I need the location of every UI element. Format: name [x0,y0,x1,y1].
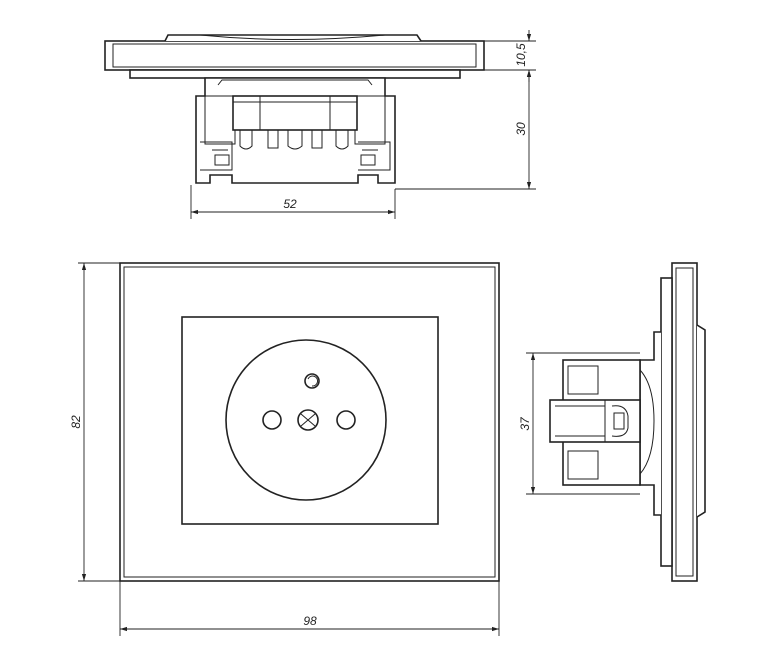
dim-top-body-width: 52 [190,185,396,219]
top-mechanism-body [195,77,396,184]
socket-hole-left [262,410,282,430]
dim-front-height: 82 [69,262,120,582]
dim-label-front-height: 82 [69,415,83,429]
socket-hole-right [336,410,356,430]
top-view [104,34,485,184]
top-cover-plate [104,40,485,71]
side-view [549,262,706,582]
dim-label-body-width: 52 [283,197,297,211]
dim-top-plate-thickness: 10,5 [484,30,536,82]
dim-top-body-depth: 30 [395,70,536,190]
side-mechanism-body [549,359,655,486]
dim-label-plate-thickness: 10,5 [514,43,528,67]
dim-front-width: 98 [119,581,500,636]
dim-label-side-height: 37 [518,416,532,431]
front-view [119,262,500,582]
top-base-frame [129,69,461,79]
dim-side-body-height: 37 [518,352,640,495]
dim-label-front-width: 98 [303,614,317,628]
dim-label-body-depth: 30 [514,122,528,136]
